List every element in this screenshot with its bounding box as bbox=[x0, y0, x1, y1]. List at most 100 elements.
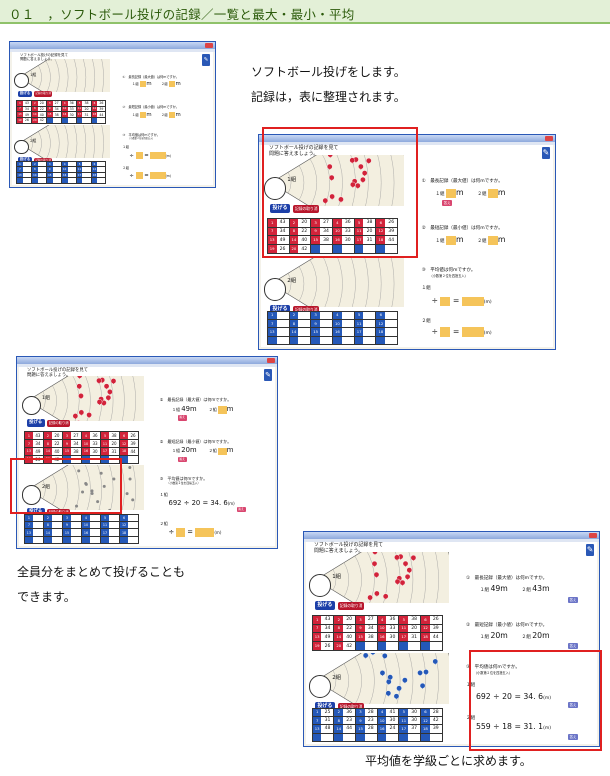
record-value bbox=[430, 734, 442, 741]
answer-badge[interactable]: 答え bbox=[567, 733, 579, 740]
student-number: 11 bbox=[76, 106, 83, 112]
answer-badge[interactable]: 答え bbox=[567, 643, 579, 650]
answer-badge[interactable]: 答え bbox=[177, 415, 187, 421]
answer-badge[interactable]: 答え bbox=[567, 701, 579, 708]
record-value: 31 bbox=[366, 237, 373, 243]
record-clear-button[interactable]: 記録の取り消し bbox=[293, 204, 320, 219]
max2-input[interactable] bbox=[168, 81, 176, 88]
q3-class1-equation: ÷ = (m) bbox=[129, 151, 172, 159]
max1-input[interactable] bbox=[139, 81, 147, 88]
record-value bbox=[342, 320, 354, 327]
record-value bbox=[277, 320, 289, 327]
answer-badge[interactable]: 答え bbox=[236, 506, 246, 512]
answer-badge[interactable]: 答え bbox=[567, 596, 579, 603]
record-value bbox=[68, 118, 76, 123]
student-number: 4 bbox=[333, 311, 342, 319]
close-icon[interactable] bbox=[205, 43, 213, 48]
avg1-input[interactable] bbox=[150, 151, 166, 159]
min2-input[interactable] bbox=[487, 235, 498, 245]
min1-input[interactable] bbox=[446, 235, 456, 245]
q2-text: ② 最短記録（最小値）は何mですか。 bbox=[421, 225, 503, 231]
throw-field bbox=[22, 125, 111, 159]
close-icon[interactable] bbox=[589, 533, 597, 538]
max1-input[interactable] bbox=[446, 189, 456, 199]
record-value bbox=[71, 522, 81, 528]
record-clear-button[interactable]: 記録の取り消し bbox=[47, 419, 71, 432]
throw-button[interactable]: 投げる bbox=[26, 418, 45, 427]
thrower-circle bbox=[263, 177, 287, 200]
pen-icon[interactable]: ✎ bbox=[542, 147, 550, 159]
max2-input[interactable] bbox=[218, 406, 227, 415]
record-clear-button[interactable]: 記録の取り消し bbox=[338, 601, 365, 616]
record-value: 26 bbox=[432, 617, 439, 623]
thrower-circle bbox=[14, 139, 29, 155]
count2-input[interactable] bbox=[440, 326, 451, 337]
student-number: 3 bbox=[46, 162, 53, 167]
pen-icon[interactable]: ✎ bbox=[586, 544, 594, 556]
close-icon[interactable] bbox=[267, 358, 275, 363]
count2-input[interactable] bbox=[135, 171, 143, 179]
student-number: 7 bbox=[267, 227, 277, 236]
student-number bbox=[377, 642, 387, 651]
student-number: 13 bbox=[17, 172, 23, 178]
student-number bbox=[333, 336, 342, 344]
record-value: 43 bbox=[24, 101, 29, 106]
answer-badge[interactable]: 答え bbox=[177, 456, 187, 462]
throw-button[interactable]: 投げる bbox=[314, 701, 336, 711]
record-value bbox=[363, 328, 375, 335]
count1-input[interactable] bbox=[440, 296, 451, 307]
record-cell: 13 bbox=[25, 529, 44, 536]
throw-button[interactable]: 投げる bbox=[314, 600, 336, 610]
throw-button[interactable]: 投げる bbox=[18, 90, 33, 97]
avg1-input[interactable] bbox=[461, 296, 484, 307]
avg2-input[interactable] bbox=[150, 171, 166, 179]
count2-input[interactable] bbox=[176, 528, 186, 537]
student-number bbox=[356, 733, 365, 741]
record-cell: 11 bbox=[76, 167, 91, 172]
record-value: 43 bbox=[324, 617, 331, 623]
min1-input[interactable] bbox=[139, 111, 147, 119]
min2-input[interactable] bbox=[218, 447, 227, 456]
record-value: 28 bbox=[367, 709, 374, 715]
record-value bbox=[320, 320, 332, 327]
avg2-input[interactable] bbox=[195, 528, 215, 537]
count1-input[interactable] bbox=[135, 151, 143, 159]
record-value: 30 bbox=[344, 237, 351, 243]
record-clear-button[interactable]: 記録の取り消し bbox=[34, 91, 53, 101]
student-number: 16 bbox=[333, 236, 342, 245]
throw-button[interactable]: 投げる bbox=[18, 157, 33, 164]
record-value bbox=[23, 167, 31, 171]
student-number: 7 bbox=[312, 716, 322, 725]
pen-icon[interactable]: ✎ bbox=[264, 369, 272, 381]
student-number: 7 bbox=[312, 624, 322, 633]
max2-input[interactable] bbox=[487, 189, 498, 199]
student-number: 14 bbox=[289, 236, 299, 245]
pen-icon[interactable]: ✎ bbox=[202, 54, 210, 66]
close-icon[interactable] bbox=[545, 136, 553, 141]
answer-badge[interactable]: 答え bbox=[442, 199, 453, 206]
student-number: 3 bbox=[356, 615, 365, 624]
record-cell: 5 bbox=[354, 311, 376, 319]
throw-button[interactable]: 投げる bbox=[269, 304, 291, 314]
student-number: 11 bbox=[354, 319, 364, 328]
record-value: 22 bbox=[54, 441, 60, 447]
throw-button[interactable]: 投げる bbox=[269, 203, 291, 213]
min2-input[interactable] bbox=[168, 111, 176, 119]
record-value bbox=[38, 167, 46, 171]
record-cell: 16 bbox=[333, 328, 354, 336]
record-value: 40 bbox=[39, 112, 44, 117]
avg2-input[interactable] bbox=[461, 326, 484, 337]
record-value bbox=[52, 515, 62, 521]
student-number: 18 bbox=[421, 725, 430, 733]
